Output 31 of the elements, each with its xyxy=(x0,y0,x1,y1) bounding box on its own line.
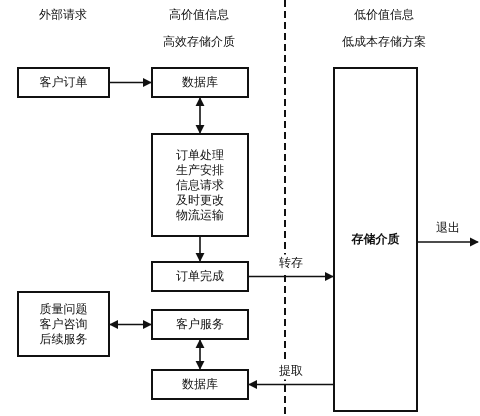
box-label: 客户服务 xyxy=(176,317,224,332)
arrow xyxy=(196,237,204,262)
box-label: 数据库 xyxy=(182,377,218,392)
process-box xyxy=(151,133,249,237)
column-heading: 低价值信息 xyxy=(354,6,414,24)
arrow xyxy=(249,272,334,281)
arrow xyxy=(248,380,333,389)
column-heading: 低成本存储方案 xyxy=(342,34,426,50)
arrow xyxy=(418,238,479,246)
process-box xyxy=(17,67,110,98)
box-label: 数据库 xyxy=(182,75,218,90)
column-heading: 高效存储介质 xyxy=(163,34,235,50)
column-heading: 外部请求 xyxy=(39,6,87,24)
column-heading: 高价值信息 xyxy=(169,6,229,24)
edge-label: 提取 xyxy=(277,362,305,379)
process-box xyxy=(151,309,249,340)
arrow xyxy=(196,339,204,370)
process-box xyxy=(151,369,249,400)
edge-label: 转存 xyxy=(277,254,305,271)
box-label: 订单处理生产安排信息请求及时更改物流运输 xyxy=(175,148,225,222)
process-box xyxy=(333,67,418,412)
box-label: 质量问题客户咨询后续服务 xyxy=(38,302,88,346)
process-box xyxy=(17,291,110,357)
box-label: 订单完成 xyxy=(176,269,224,284)
arrow xyxy=(196,97,204,134)
arrow xyxy=(110,78,152,87)
box-label: 客户订单 xyxy=(40,75,88,90)
box-label: 存储介质 xyxy=(352,232,400,247)
arrow xyxy=(109,320,152,329)
process-box xyxy=(151,67,249,98)
process-box xyxy=(151,261,249,292)
